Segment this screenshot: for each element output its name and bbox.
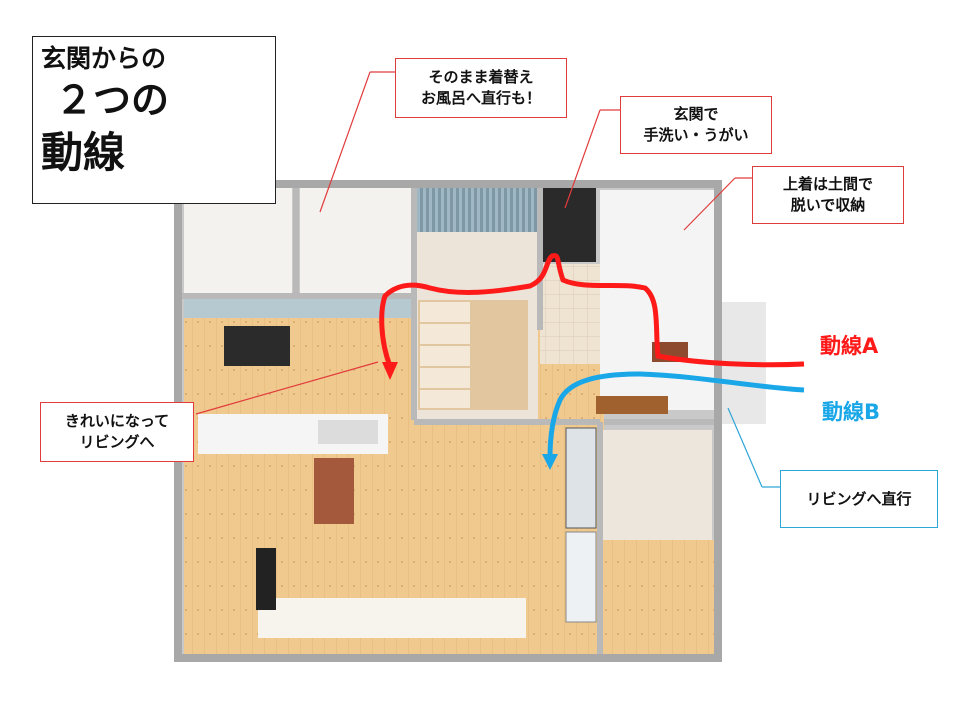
callout-bath: そのまま着替え お風呂へ直行も！ (395, 58, 567, 118)
kitchen-hood (224, 326, 290, 366)
toilet-room (184, 188, 292, 296)
callout-living-clean: きれいになって リビングへ (40, 402, 194, 462)
callout-coat: 上着は土間で 脱いで収納 (752, 166, 904, 224)
title-line-1: 玄関からの (41, 44, 167, 73)
callout-wash-line1: 玄関で (673, 105, 719, 123)
callout-living-clean-line1: きれいになって (64, 412, 170, 430)
callout-leaders-red (195, 71, 752, 415)
route-a-path (379, 253, 805, 368)
route-b-label: 動線B (822, 400, 881, 424)
staircase (418, 300, 528, 410)
tv (256, 548, 276, 610)
title-line-2: ２つの (55, 78, 170, 122)
route-b-path (547, 371, 805, 459)
route-a-label: 動線A (820, 334, 879, 358)
callout-wash: 玄関で 手洗い・うがい (620, 96, 772, 154)
route-a-arrowhead (382, 362, 398, 380)
callout-wash-line2: 手洗い・うがい (643, 126, 749, 144)
callout-coat-line2: 脱いで収納 (790, 196, 866, 214)
title-box: 玄関からの ２つの 動線 (32, 36, 276, 204)
callout-bath-line2: お風呂へ直行も！ (420, 89, 541, 107)
callout-living-direct-line1: リビングへ直行 (806, 489, 912, 508)
callout-living-direct: リビングへ直行 (780, 470, 938, 528)
patterned-wall (540, 182, 596, 262)
callout-bath-line1: そのまま着替え (428, 68, 534, 86)
dining-table (314, 458, 354, 524)
bath-room (300, 188, 412, 296)
callout-coat-line1: 上着は土間で (782, 175, 873, 193)
callout-living-clean-line2: リビングへ (79, 433, 155, 451)
upper-stripe-wall (416, 182, 538, 232)
title-line-3: 動線 (41, 128, 126, 177)
terrace (600, 540, 720, 660)
route-b-arrowhead (542, 454, 558, 470)
callout-leader-blue (727, 407, 780, 488)
